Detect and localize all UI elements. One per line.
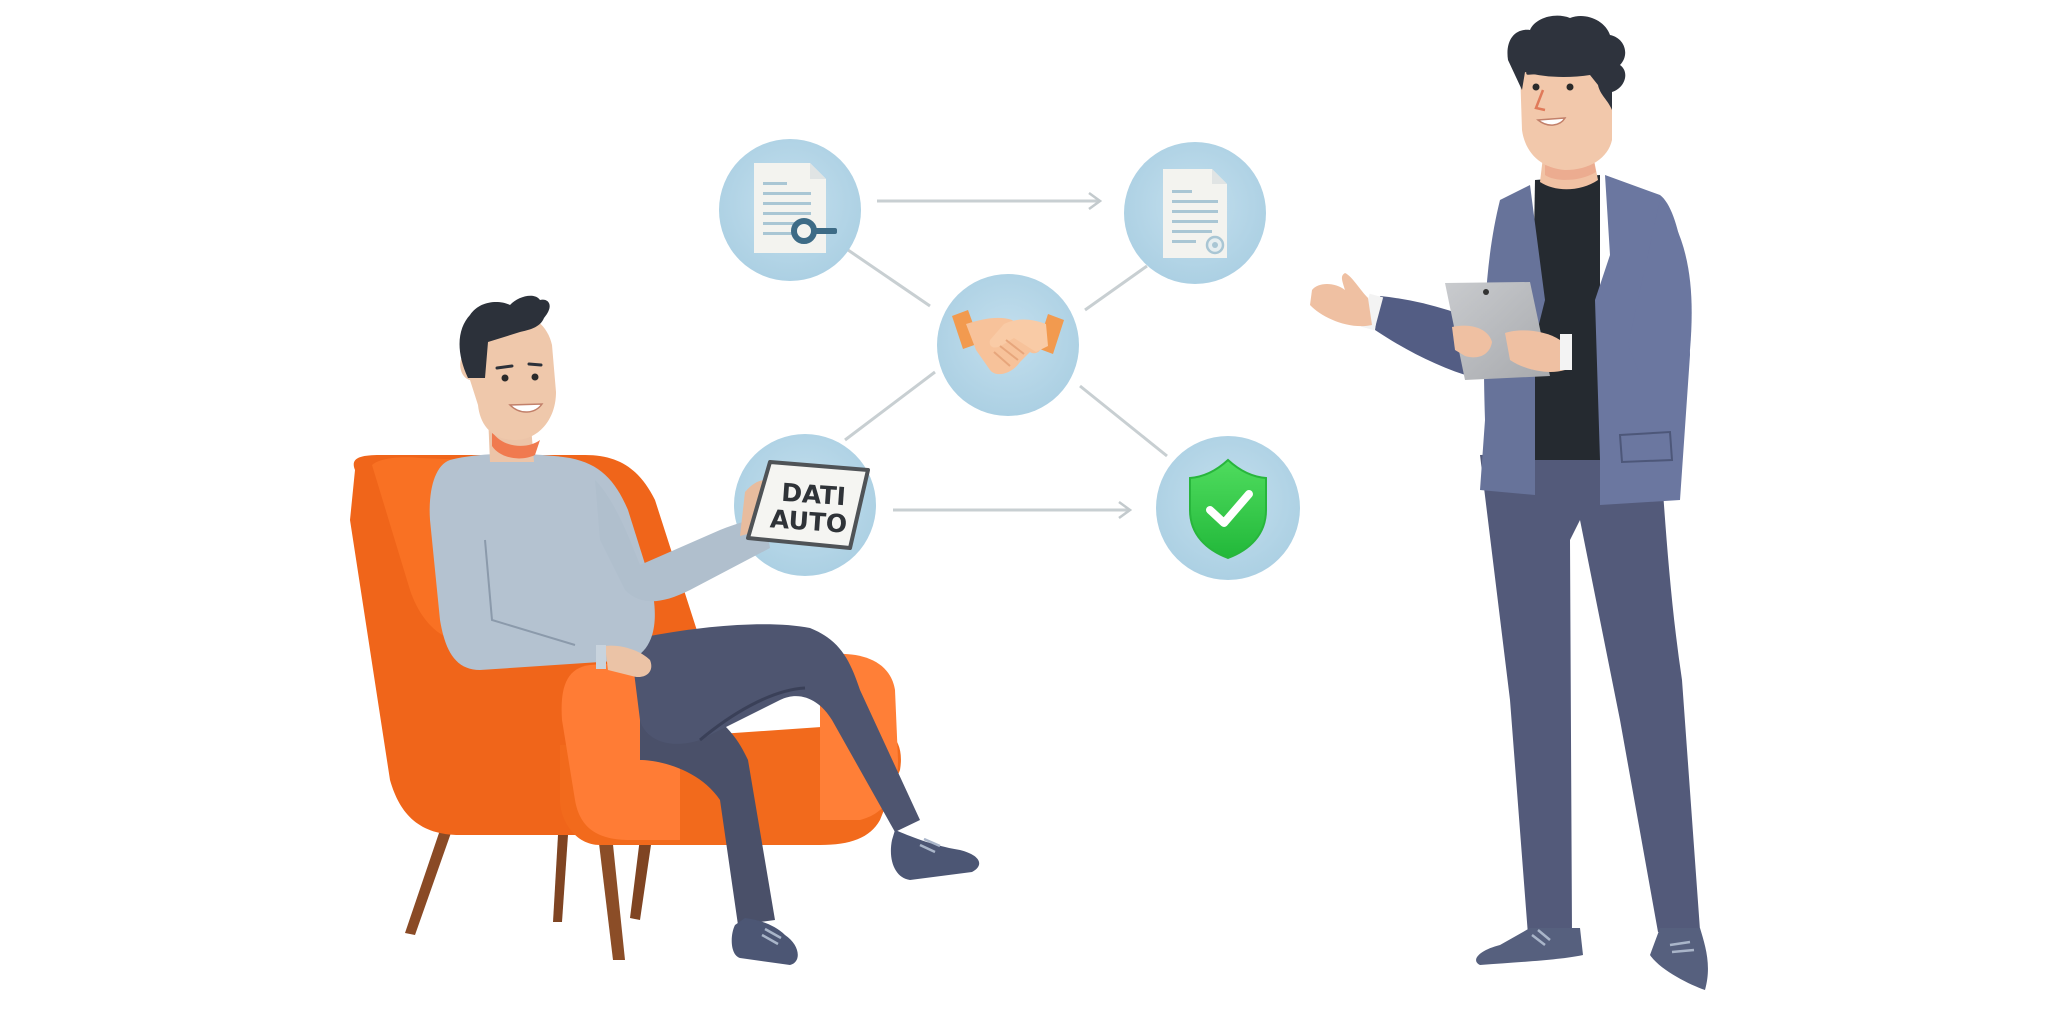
link-dati-auto-to-handshake (844, 370, 936, 442)
chair-leg-front-right (553, 835, 568, 922)
seated-man (429, 295, 980, 965)
link-doc-key-to-handshake (847, 248, 931, 308)
seated-man-shoe-bottom (731, 918, 798, 965)
standing-man-shoe-right (1650, 928, 1708, 990)
standing-man-shoe-left (1476, 928, 1583, 965)
standing-man-pants (1480, 448, 1700, 935)
seated-man-left-hand (605, 645, 652, 678)
chair-leg-back-left (405, 830, 452, 935)
seated-man-lower-leg (640, 690, 775, 925)
standing-man-open-hand (1310, 273, 1372, 327)
document-certified-icon (1163, 169, 1227, 258)
seated-man-head (459, 295, 556, 440)
seated-man-shoe-top (890, 830, 980, 880)
tablet-text-line1: DATI (780, 478, 846, 511)
link-handshake-to-doc-seal (1084, 264, 1148, 312)
standing-man-shirt (1530, 175, 1600, 460)
seated-man-arm (595, 480, 770, 602)
tablet-text-line2: AUTO (769, 504, 848, 538)
tablet-dati-auto: DATI AUTO (740, 460, 870, 550)
standing-man-head (1507, 15, 1626, 170)
link-handshake-to-shield (1079, 384, 1168, 458)
seated-man-hair (459, 295, 550, 378)
node-document-key (719, 139, 861, 281)
handshake-icon (952, 310, 1064, 375)
seated-man-upper-leg (630, 624, 920, 832)
chair-leg-back-right (630, 838, 652, 920)
shield-check-icon (1189, 458, 1267, 560)
standing-man (1310, 15, 1708, 990)
flow-connectors (844, 201, 1168, 510)
node-handshake (937, 274, 1079, 416)
chair-leg-front-left (598, 835, 625, 960)
document-key-icon (754, 163, 837, 253)
standing-man-hair (1507, 15, 1626, 110)
node-document-certified (1124, 142, 1266, 284)
node-shield-check (1156, 436, 1300, 580)
